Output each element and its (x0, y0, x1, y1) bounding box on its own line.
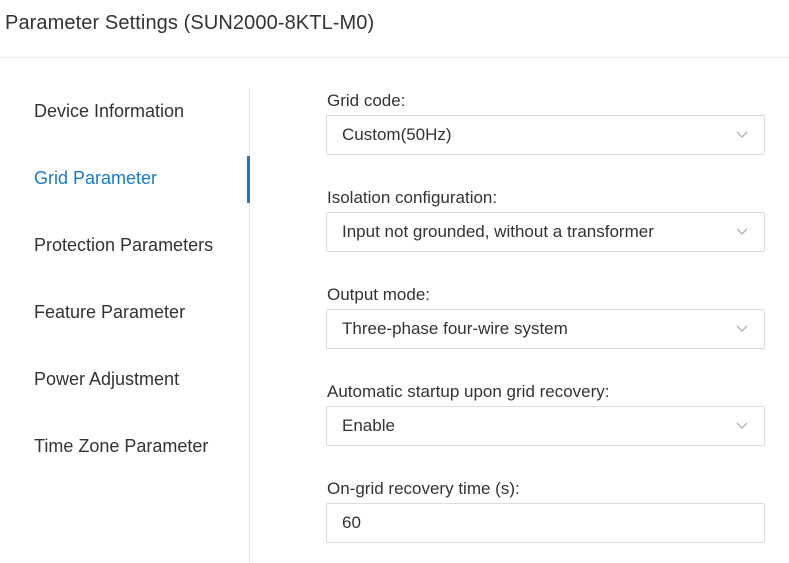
auto-startup-select[interactable]: Enable (326, 406, 765, 446)
sidebar-item-feature-parameter[interactable]: Feature Parameter (34, 302, 186, 322)
output-mode-value: Three-phase four-wire system (342, 319, 568, 338)
recovery-time-input[interactable] (326, 503, 765, 543)
grid-code-value: Custom(50Hz) (342, 125, 452, 144)
grid-code-label: Grid code: (327, 91, 406, 110)
sidebar-item-device-information[interactable]: Device Information (34, 101, 185, 121)
sidebar-item-protection-parameters[interactable]: Protection Parameters (34, 235, 214, 255)
auto-startup-label: Automatic startup upon grid recovery: (327, 382, 610, 401)
page-title: Parameter Settings (SUN2000-8KTL-M0) (5, 12, 375, 34)
recovery-time-label: On-grid recovery time (s): (327, 479, 520, 498)
sidebar-item-power-adjustment[interactable]: Power Adjustment (34, 369, 180, 389)
chevron-down-icon (736, 131, 748, 138)
sidebar (0, 88, 250, 563)
chevron-down-icon (736, 325, 748, 332)
sidebar-item-time-zone-parameter[interactable]: Time Zone Parameter (34, 436, 209, 456)
output-mode-label: Output mode: (327, 285, 431, 304)
chevron-down-icon (736, 422, 748, 429)
sidebar-item-grid-parameter[interactable]: Grid Parameter (34, 168, 158, 188)
isolation-configuration-label: Isolation configuration: (327, 188, 498, 207)
isolation-configuration-select[interactable]: Input not grounded, without a transforme… (326, 212, 765, 252)
header: Parameter Settings (SUN2000-8KTL-M0) (0, 0, 789, 58)
chevron-down-icon (736, 228, 748, 235)
output-mode-select[interactable]: Three-phase four-wire system (326, 309, 765, 349)
auto-startup-value: Enable (342, 416, 395, 435)
active-tab-indicator (247, 156, 250, 203)
grid-code-select[interactable]: Custom(50Hz) (326, 115, 765, 155)
isolation-configuration-value: Input not grounded, without a transforme… (342, 222, 654, 241)
